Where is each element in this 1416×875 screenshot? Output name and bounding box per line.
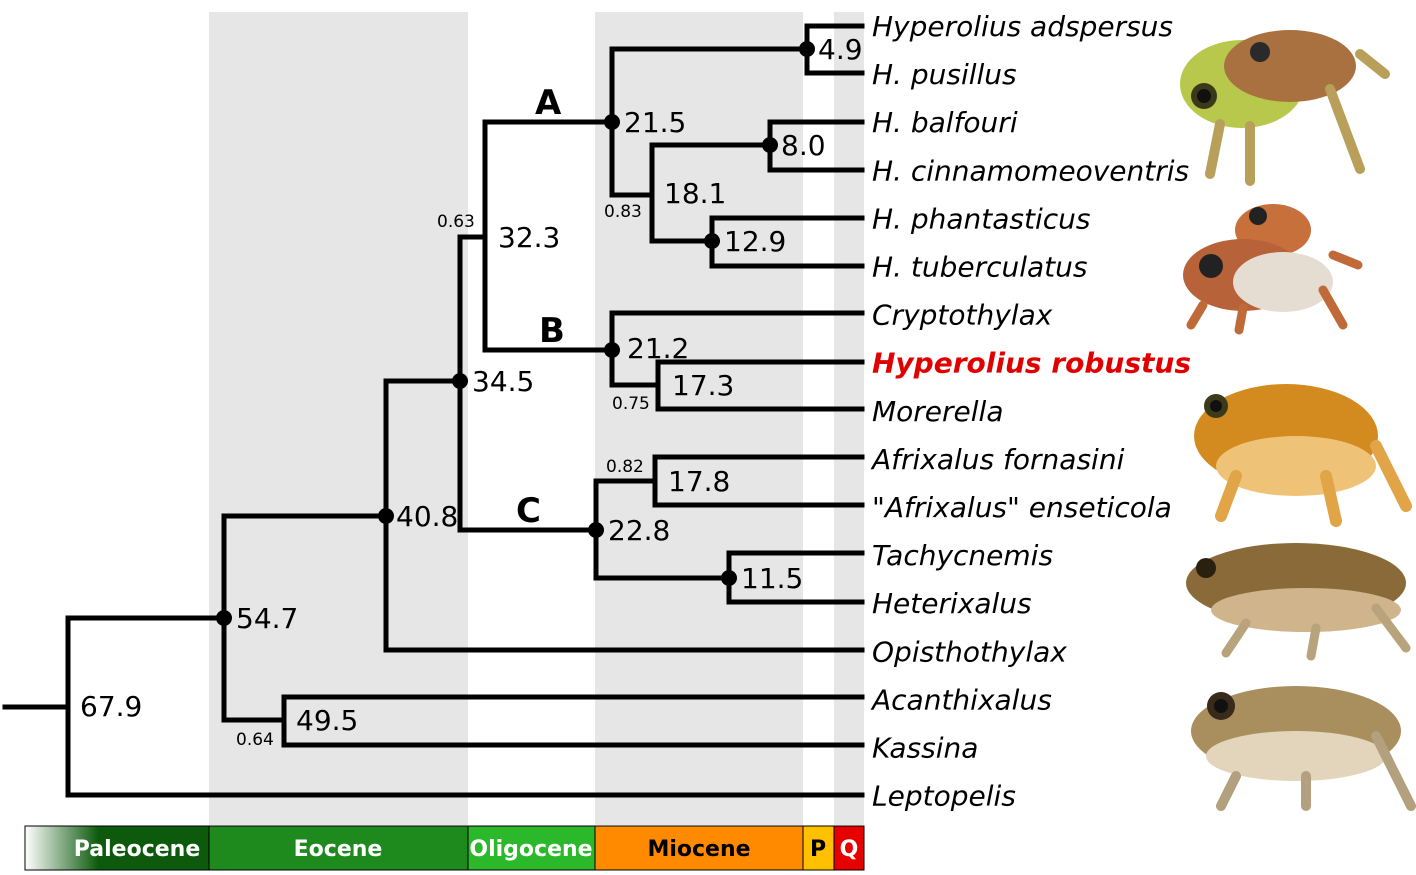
taxon-label: Tachycnemis bbox=[872, 539, 1053, 572]
node-markers bbox=[216, 41, 815, 626]
taxon-label: Kassina bbox=[872, 732, 978, 765]
frog-photo-3 bbox=[1194, 384, 1412, 527]
frog-photo-5 bbox=[1191, 686, 1416, 811]
age-18-1: 18.1 bbox=[664, 177, 726, 210]
epoch-paleocene bbox=[24, 825, 210, 871]
taxon-label: Leptopelis bbox=[872, 780, 1016, 813]
clade-label-c: C bbox=[516, 491, 541, 531]
node-dot-11-5 bbox=[721, 570, 737, 586]
epoch-label-quaternary: Q bbox=[840, 837, 859, 862]
epoch-label-pliocene: P bbox=[810, 837, 826, 862]
support-values: 0.63 0.83 0.75 0.82 0.64 bbox=[236, 202, 650, 750]
taxon-label: H. tuberculatus bbox=[872, 251, 1087, 284]
clade-label-b: B bbox=[539, 311, 565, 351]
frog-photo-2 bbox=[1183, 204, 1363, 335]
node-dot-8-0 bbox=[762, 137, 778, 153]
node-ages: 67.9 54.7 49.5 40.8 34.5 32.3 21.5 4.9 1… bbox=[80, 33, 863, 737]
frog-photos bbox=[1180, 30, 1416, 811]
support-18-1: 0.83 bbox=[604, 202, 642, 222]
epoch-quaternary bbox=[833, 825, 865, 871]
taxon-label: Afrixalus fornasini bbox=[870, 443, 1125, 476]
age-11-5: 11.5 bbox=[741, 562, 803, 595]
support-17-8: 0.82 bbox=[606, 457, 644, 477]
epoch-miocene bbox=[594, 825, 804, 871]
taxon-label: Hyperolius robustus bbox=[872, 347, 1191, 380]
age-34-5: 34.5 bbox=[472, 365, 534, 398]
taxon-labels: Hyperolius adspersus H. pusillus H. balfou… bbox=[870, 10, 1191, 813]
age-8-0: 8.0 bbox=[781, 129, 826, 162]
age-22-8: 22.8 bbox=[608, 514, 670, 547]
node-dot-40-8 bbox=[378, 508, 394, 524]
frog-photo-1 bbox=[1180, 30, 1390, 186]
taxon-label: Acanthixalus bbox=[870, 683, 1052, 716]
taxon-label: Heterixalus bbox=[872, 587, 1032, 620]
node-dot-21-5 bbox=[604, 114, 620, 130]
taxon-label: H. pusillus bbox=[872, 58, 1017, 91]
support-17-3: 0.75 bbox=[612, 394, 650, 414]
age-17-8: 17.8 bbox=[668, 465, 730, 498]
node-dot-22-8 bbox=[588, 522, 604, 538]
node-dot-12-9 bbox=[704, 233, 720, 249]
epoch-label-oligocene: Oligocene bbox=[469, 837, 592, 862]
age-21-5: 21.5 bbox=[624, 106, 686, 139]
taxon-label: H. phantasticus bbox=[872, 202, 1091, 235]
support-49-5: 0.64 bbox=[236, 730, 274, 750]
epoch-label-eocene: Eocene bbox=[294, 837, 383, 862]
age-17-3: 17.3 bbox=[672, 369, 734, 402]
node-dot-34-5 bbox=[452, 373, 468, 389]
clade-label-a: A bbox=[535, 83, 562, 123]
age-49-5: 49.5 bbox=[296, 704, 358, 737]
age-21-2: 21.2 bbox=[627, 332, 689, 365]
node-dot-4-9 bbox=[799, 41, 815, 57]
age-4-9: 4.9 bbox=[818, 33, 863, 66]
taxon-label: Hyperolius adspersus bbox=[872, 10, 1173, 43]
age-54-7: 54.7 bbox=[236, 602, 298, 635]
taxon-label: Opisthothylax bbox=[872, 635, 1067, 668]
eocene-shading bbox=[209, 12, 468, 825]
tree-branches bbox=[2, 23, 865, 798]
frog-photo-4 bbox=[1186, 543, 1411, 661]
age-32-3: 32.3 bbox=[498, 221, 560, 254]
epoch-label-paleocene: Paleocene bbox=[74, 837, 201, 862]
epoch-pliocene bbox=[802, 825, 835, 871]
time-scale-bar: Paleocene Eocene Oligocene Miocene P Q bbox=[24, 825, 865, 871]
taxon-label: Cryptothylax bbox=[872, 299, 1053, 332]
quaternary-shading bbox=[834, 12, 864, 825]
taxon-label: H. balfouri bbox=[872, 106, 1018, 139]
epoch-eocene bbox=[208, 825, 469, 871]
age-root: 67.9 bbox=[80, 690, 142, 723]
node-dot-54-7 bbox=[216, 610, 232, 626]
taxon-label: Morerella bbox=[872, 395, 1003, 428]
node-dot-21-2 bbox=[604, 342, 620, 358]
support-32-3: 0.63 bbox=[437, 212, 475, 232]
epoch-label-miocene: Miocene bbox=[647, 837, 750, 862]
clade-labels: A B C bbox=[516, 83, 565, 531]
age-40-8: 40.8 bbox=[396, 500, 458, 533]
taxon-label: H. cinnamomeoventris bbox=[872, 154, 1189, 187]
taxon-label: "Afrixalus" enseticola bbox=[872, 491, 1172, 524]
age-12-9: 12.9 bbox=[724, 225, 786, 258]
